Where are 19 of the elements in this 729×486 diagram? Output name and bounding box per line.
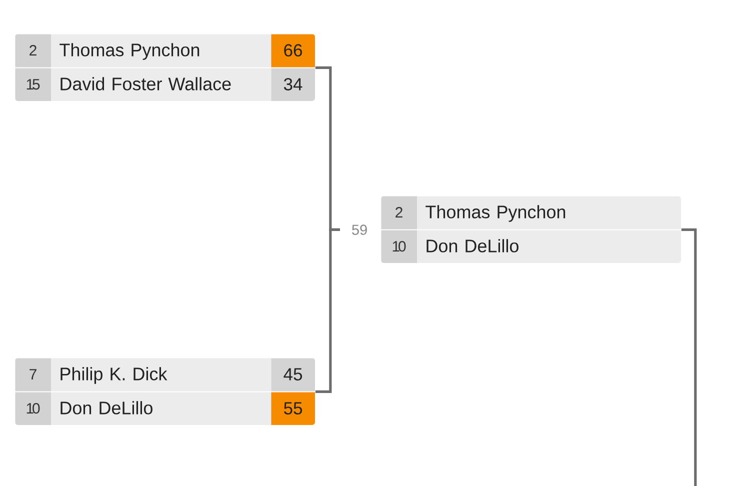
seed-cell: 10 xyxy=(15,392,52,425)
connector-line xyxy=(315,228,340,393)
team-name: David Foster Wallace xyxy=(51,68,272,101)
team-name: Thomas Pynchon xyxy=(51,34,272,68)
score-cell: 66 xyxy=(271,34,315,68)
seed-cell: 7 xyxy=(15,358,52,392)
seed-cell: 2 xyxy=(381,196,418,230)
seed-cell: 2 xyxy=(15,34,52,68)
score-cell: 45 xyxy=(271,358,315,392)
connector-line xyxy=(681,228,697,486)
connector-number: 59 xyxy=(352,224,367,235)
seed-cell: 10 xyxy=(381,230,418,263)
score-cell: 34 xyxy=(271,68,315,101)
team-name: Don DeLillo xyxy=(51,392,272,425)
seed-cell: 15 xyxy=(15,68,52,101)
score-cell: 55 xyxy=(271,392,315,425)
team-name: Philip K. Dick xyxy=(51,358,272,392)
team-name: Don DeLillo xyxy=(417,230,681,263)
team-name: Thomas Pynchon xyxy=(417,196,681,230)
